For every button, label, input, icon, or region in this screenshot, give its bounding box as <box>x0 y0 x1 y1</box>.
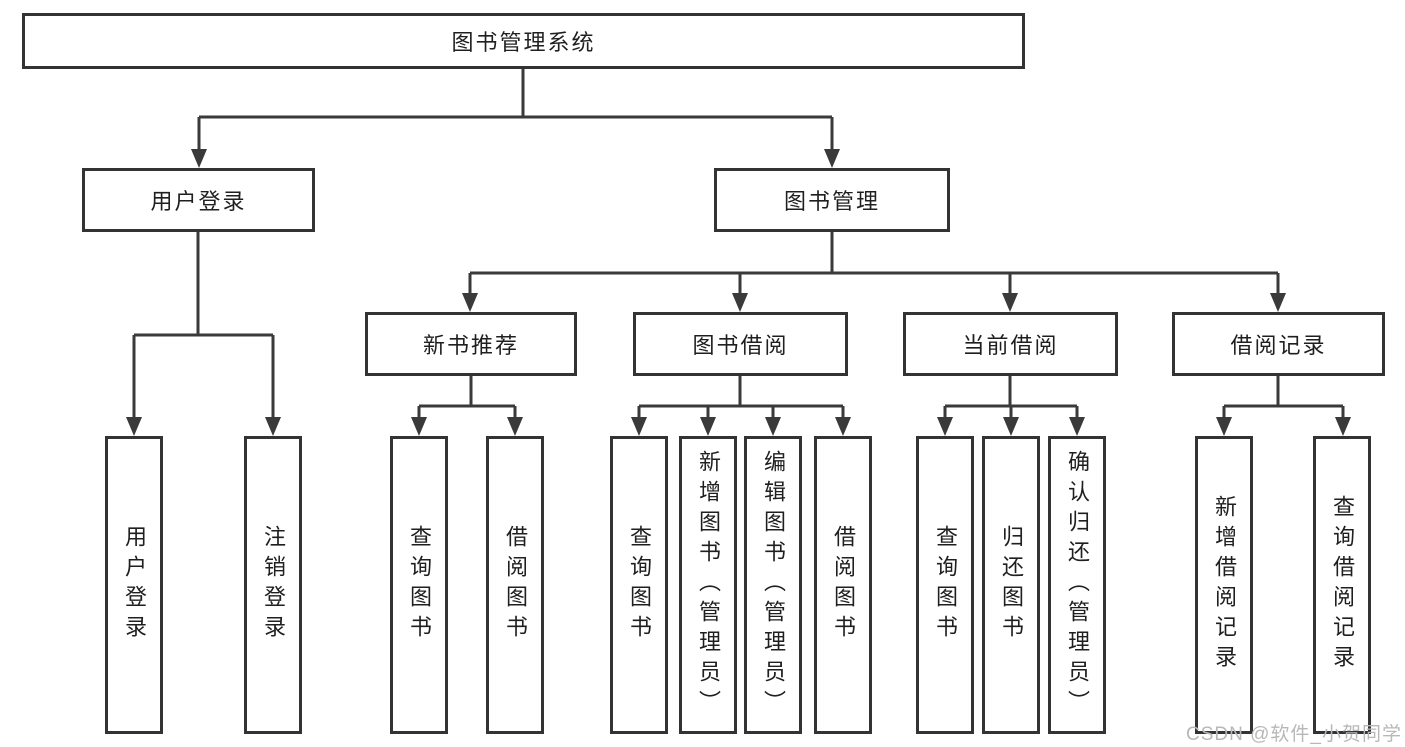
node-borrow-records: 借阅记录 <box>1172 312 1385 376</box>
leaf-add-borrow-record: 新增借阅记录 <box>1195 436 1253 734</box>
leaf-query-books-current: 查询图书 <box>916 436 974 734</box>
leaf-user-login-label: 用户登录 <box>122 525 147 645</box>
leaf-return-book-label: 归还图书 <box>999 525 1024 645</box>
leaf-query-books-current-label: 查询图书 <box>933 525 958 645</box>
node-book-borrow-label: 图书借阅 <box>692 333 789 358</box>
node-library-system-label: 图书管理系统 <box>451 30 596 55</box>
leaf-borrow-books-recommend-label: 借阅图书 <box>503 525 528 645</box>
leaf-confirm-return-admin-label: 确认归还（管理员） <box>1065 450 1090 720</box>
node-new-book-recommend-label: 新书推荐 <box>422 333 519 358</box>
node-book-management-label: 图书管理 <box>783 189 880 214</box>
leaf-query-borrow-record: 查询借阅记录 <box>1313 436 1371 734</box>
leaf-confirm-return-admin: 确认归还（管理员） <box>1048 436 1106 734</box>
leaf-query-books-borrow-label: 查询图书 <box>627 525 652 645</box>
leaf-borrow-books-recommend: 借阅图书 <box>486 436 544 734</box>
node-current-borrow-label: 当前借阅 <box>962 333 1059 358</box>
leaf-query-books-recommend: 查询图书 <box>390 436 448 734</box>
node-book-management: 图书管理 <box>714 168 950 232</box>
node-borrow-records-label: 借阅记录 <box>1230 333 1327 358</box>
leaf-return-book: 归还图书 <box>982 436 1040 734</box>
leaf-add-book-admin: 新增图书（管理员） <box>679 436 737 734</box>
leaf-add-borrow-record-label: 新增借阅记录 <box>1212 495 1237 675</box>
leaf-user-login: 用户登录 <box>105 436 163 734</box>
leaf-edit-book-admin: 编辑图书（管理员） <box>744 436 802 734</box>
node-user-login: 用户登录 <box>82 168 315 232</box>
csdn-watermark: CSDN @软件_小贺同学 <box>1186 724 1402 745</box>
leaf-logout: 注销登录 <box>244 436 302 734</box>
leaf-query-books-recommend-label: 查询图书 <box>407 525 432 645</box>
node-book-borrow: 图书借阅 <box>633 312 848 376</box>
leaf-query-borrow-record-label: 查询借阅记录 <box>1330 495 1355 675</box>
node-user-login-label: 用户登录 <box>150 189 247 214</box>
leaf-borrow-books-label: 借阅图书 <box>831 525 856 645</box>
leaf-edit-book-admin-label: 编辑图书（管理员） <box>761 450 786 720</box>
leaf-add-book-admin-label: 新增图书（管理员） <box>696 450 721 720</box>
node-library-system: 图书管理系统 <box>22 13 1025 69</box>
node-current-borrow: 当前借阅 <box>903 312 1118 376</box>
leaf-logout-label: 注销登录 <box>261 525 286 645</box>
leaf-query-books-borrow: 查询图书 <box>610 436 668 734</box>
node-new-book-recommend: 新书推荐 <box>365 312 577 376</box>
leaf-borrow-books: 借阅图书 <box>814 436 872 734</box>
